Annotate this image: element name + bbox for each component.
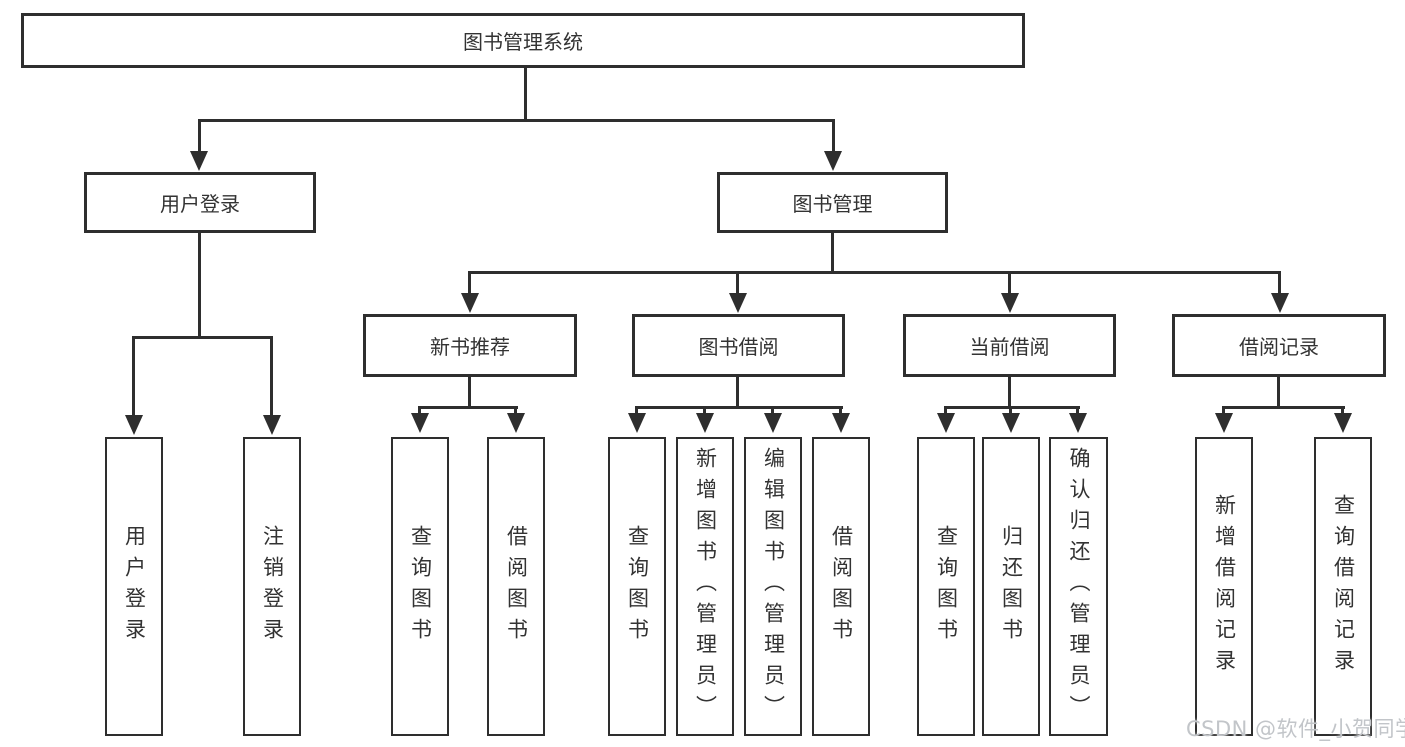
arrowhead-leaf xyxy=(764,413,782,433)
connector-root-stem xyxy=(524,68,527,121)
leaf-label: 查询图书 xyxy=(408,524,433,649)
connector-l4-bar xyxy=(418,406,518,409)
connector-leaf-drop xyxy=(418,406,421,415)
leaf-return-book: 归还图书 xyxy=(982,437,1040,736)
arrowhead-new-book-recommend xyxy=(461,293,479,313)
node-label: 新书推荐 xyxy=(430,335,510,359)
connector-l4-bar xyxy=(1222,406,1345,409)
leaf-borrow-books-recommend: 借阅图书 xyxy=(487,437,545,736)
connector-user-login-stem xyxy=(198,232,201,338)
arrowhead-leaf xyxy=(937,413,955,433)
node-current-borrow: 当前借阅 xyxy=(903,314,1116,377)
leaf-label: 用户登录 xyxy=(122,524,147,649)
connector-user-login-drop xyxy=(198,119,201,153)
connector-l3-stem xyxy=(468,377,471,408)
connector-leaf-drop xyxy=(944,406,947,415)
node-label: 图书管理系统 xyxy=(463,30,583,54)
connector-leaf-drop xyxy=(1009,406,1012,415)
connector-leaf-drop xyxy=(839,406,842,415)
connector-leaf-drop xyxy=(514,406,517,415)
connector-l3-drop xyxy=(736,271,739,297)
node-book-management-system: 图书管理系统 xyxy=(21,13,1025,68)
connector-l3-drop xyxy=(1008,271,1011,297)
connector-l4-bar xyxy=(944,406,1080,409)
arrowhead-leaf xyxy=(1069,413,1087,433)
node-label: 用户登录 xyxy=(160,192,240,216)
leaf-label: 查询借阅记录 xyxy=(1331,493,1356,680)
leaf-confirm-return-admin: 确认归还（管理员） xyxy=(1049,437,1108,736)
arrowhead-leaf-user-login xyxy=(125,415,143,435)
leaf-label: 注销登录 xyxy=(260,524,285,649)
arrowhead-leaf xyxy=(507,413,525,433)
node-book-management: 图书管理 xyxy=(717,172,948,233)
connector-leaf-drop xyxy=(1341,406,1344,415)
leaf-add-borrow-record: 新增借阅记录 xyxy=(1195,437,1253,736)
leaf-label: 借阅图书 xyxy=(829,524,854,649)
connector-leaf-drop xyxy=(703,406,706,415)
arrowhead-book-mgmt xyxy=(824,151,842,171)
connector-l4-bar xyxy=(635,406,843,409)
connector-l3-stem xyxy=(736,377,739,408)
connector-book-mgmt-stem xyxy=(831,232,834,273)
arrowhead-borrow-records xyxy=(1271,293,1289,313)
arrowhead-book-borrow xyxy=(729,293,747,313)
connector-l3-drop xyxy=(1278,271,1281,297)
leaf-label: 编辑图书（管理员） xyxy=(761,447,786,726)
arrowhead-leaf xyxy=(411,413,429,433)
arrowhead-user-login xyxy=(190,151,208,171)
leaf-query-books-current: 查询图书 xyxy=(917,437,975,736)
node-borrow-records: 借阅记录 xyxy=(1172,314,1386,377)
node-label: 图书借阅 xyxy=(698,335,779,359)
leaf-user-login: 用户登录 xyxy=(105,437,163,736)
arrowhead-leaf xyxy=(1215,413,1233,433)
connector-leaf-drop xyxy=(771,406,774,415)
connector-leaf-drop xyxy=(1076,406,1079,415)
connector-user-login-bar xyxy=(132,336,273,339)
connector-leaf-drop xyxy=(270,336,273,419)
csdn-watermark: CSDN @软件_小贺同学 xyxy=(1186,717,1405,741)
leaf-edit-book-admin: 编辑图书（管理员） xyxy=(744,437,802,736)
node-book-borrow: 图书借阅 xyxy=(632,314,845,377)
connector-leaf-drop xyxy=(132,336,135,419)
leaf-label: 查询图书 xyxy=(934,524,959,649)
arrowhead-current-borrow xyxy=(1001,293,1019,313)
arrowhead-leaf xyxy=(832,413,850,433)
arrowhead-leaf xyxy=(628,413,646,433)
arrowhead-leaf xyxy=(1002,413,1020,433)
connector-leaf-drop xyxy=(1222,406,1225,415)
node-label: 借阅记录 xyxy=(1239,335,1319,359)
connector-l3-stem xyxy=(1008,377,1011,408)
node-label: 当前借阅 xyxy=(969,335,1050,359)
node-user-login: 用户登录 xyxy=(84,172,316,233)
connector-book-mgmt-drop xyxy=(832,119,835,153)
leaf-label: 新增借阅记录 xyxy=(1212,493,1237,680)
leaf-query-books-recommend: 查询图书 xyxy=(391,437,449,736)
connector-book-mgmt-bar xyxy=(468,271,1281,274)
node-new-book-recommend: 新书推荐 xyxy=(363,314,577,377)
connector-root-bar xyxy=(198,119,835,122)
leaf-logout: 注销登录 xyxy=(243,437,301,736)
connector-leaf-drop xyxy=(635,406,638,415)
connector-l3-stem xyxy=(1277,377,1280,408)
leaf-label: 确认归还（管理员） xyxy=(1067,447,1091,726)
leaf-label: 借阅图书 xyxy=(504,524,529,649)
leaf-query-borrow-record: 查询借阅记录 xyxy=(1314,437,1372,736)
arrowhead-leaf xyxy=(696,413,714,433)
connector-l3-drop xyxy=(468,271,471,297)
arrowhead-leaf xyxy=(1334,413,1352,433)
node-label: 图书管理 xyxy=(792,192,873,216)
leaf-label: 新增图书（管理员） xyxy=(693,447,718,726)
leaf-add-book-admin: 新增图书（管理员） xyxy=(676,437,734,736)
leaf-label: 查询图书 xyxy=(625,524,650,649)
leaf-query-books-borrow: 查询图书 xyxy=(608,437,666,736)
leaf-label: 归还图书 xyxy=(999,524,1024,649)
leaf-borrow-books-borrow: 借阅图书 xyxy=(812,437,870,736)
arrowhead-leaf-logout xyxy=(263,415,281,435)
